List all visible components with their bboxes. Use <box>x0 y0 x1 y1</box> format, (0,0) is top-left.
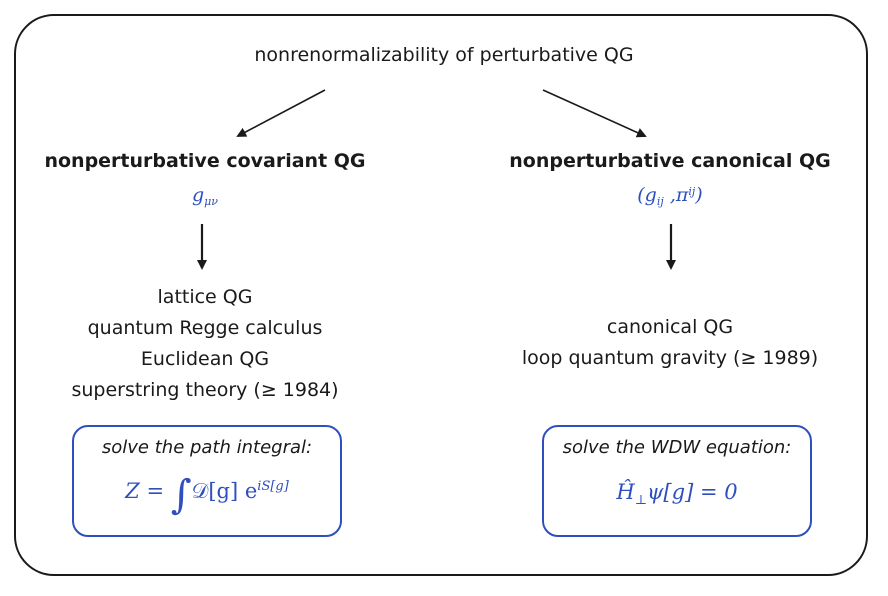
wdw-box: solve the WDW equation: Ĥ⊥ψ[g] = 0 <box>542 425 812 537</box>
root-node: nonrenormalizability of perturbative QG <box>254 44 634 66</box>
arrow-to-covariant <box>236 89 326 137</box>
canonical-heading: nonperturbative canonical QG <box>509 150 831 172</box>
path-integral-label: solve the path integral: <box>101 437 313 458</box>
list-item: lattice QG <box>157 286 253 308</box>
list-item: quantum Regge calculus <box>87 317 323 339</box>
list-item: superstring theory (≥ 1984) <box>71 379 339 401</box>
wdw-label: solve the WDW equation: <box>562 437 792 458</box>
canonical-variable: (gij ,πij) <box>637 184 703 208</box>
list-item: Euclidean QG <box>140 348 270 370</box>
diagram-frame <box>14 14 868 576</box>
canonical-approaches: canonical QG loop quantum gravity (≥ 198… <box>470 312 870 374</box>
covariant-heading: nonperturbative covariant QG <box>44 150 366 172</box>
covariant-approaches: lattice QG quantum Regge calculus Euclid… <box>20 282 390 406</box>
wdw-formula: Ĥ⊥ψ[g] = 0 <box>616 480 738 509</box>
covariant-branch: nonperturbative covariant QG gμν lattice… <box>20 0 390 596</box>
path-integral-box: solve the path integral: Z = ∫𝒟[g] eiS[g… <box>72 425 342 537</box>
list-item: canonical QG <box>606 316 734 338</box>
arrow-to-canonical <box>542 89 647 138</box>
canonical-branch: nonperturbative canonical QG (gij ,πij) … <box>470 0 870 596</box>
path-integral-formula: Z = ∫𝒟[g] eiS[g] <box>125 472 289 518</box>
list-item: loop quantum gravity (≥ 1989) <box>521 347 819 369</box>
covariant-variable: gμν <box>191 184 218 208</box>
